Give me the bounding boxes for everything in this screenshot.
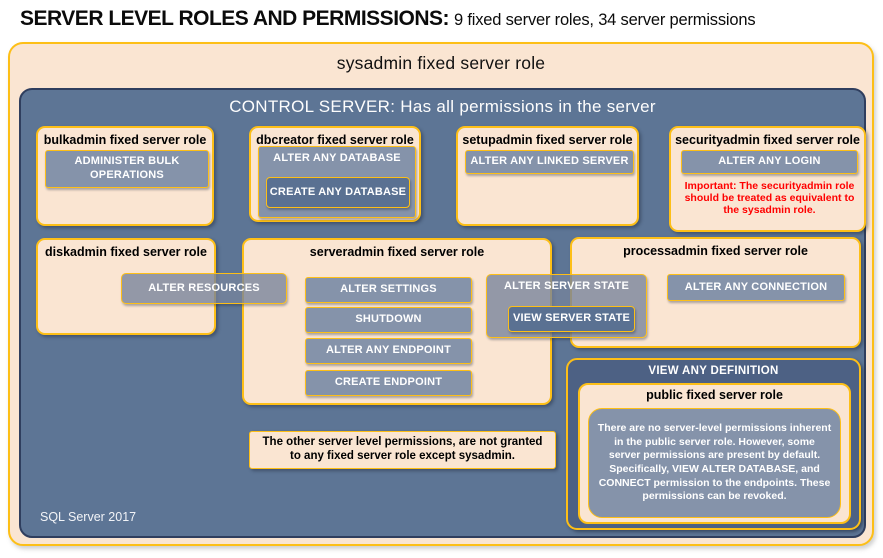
permission-alter-any-login: ALTER ANY LOGIN bbox=[681, 150, 858, 174]
permission-create-any-database: CREATE ANY DATABASE bbox=[266, 177, 410, 208]
bulkadmin-role-box: bulkadmin fixed server role ADMINISTER B… bbox=[36, 126, 214, 226]
setupadmin-role-box: setupadmin fixed server role ALTER ANY L… bbox=[456, 126, 639, 226]
dbcreator-role-box: dbcreator fixed server role ALTER ANY DA… bbox=[249, 126, 421, 222]
permission-alter-settings: ALTER SETTINGS bbox=[305, 277, 472, 303]
page-title-main: SERVER LEVEL ROLES AND PERMISSIONS: bbox=[20, 7, 450, 30]
permission-administer-bulk-operations: ADMINISTER BULK OPERATIONS bbox=[45, 150, 209, 188]
permission-alter-server-state: ALTER SERVER STATE VIEW SERVER STATE bbox=[486, 274, 647, 338]
control-server-label: CONTROL SERVER: Has all permissions in t… bbox=[229, 97, 656, 116]
permission-shutdown: SHUTDOWN bbox=[305, 307, 472, 333]
public-role-title: public fixed server role bbox=[646, 388, 783, 402]
page-title-sub: 9 fixed server roles, 34 server permissi… bbox=[454, 11, 756, 29]
permission-alter-resources: ALTER RESOURCES bbox=[121, 273, 287, 304]
permission-create-endpoint: CREATE ENDPOINT bbox=[305, 370, 472, 396]
permission-alter-server-state-label: ALTER SERVER STATE bbox=[503, 280, 630, 292]
permission-alter-any-database: ALTER ANY DATABASE CREATE ANY DATABASE bbox=[258, 146, 416, 218]
permission-alter-any-linked-server: ALTER ANY LINKED SERVER bbox=[465, 150, 634, 174]
dbcreator-role-title: dbcreator fixed server role bbox=[256, 133, 414, 147]
permission-alter-any-database-label: ALTER ANY DATABASE bbox=[273, 152, 401, 164]
view-any-definition-label: VIEW ANY DEFINITION bbox=[648, 365, 779, 377]
setupadmin-role-title: setupadmin fixed server role bbox=[462, 133, 633, 147]
view-any-definition-box: VIEW ANY DEFINITION public fixed server … bbox=[566, 358, 861, 530]
control-server-box: CONTROL SERVER: Has all permissions in t… bbox=[19, 88, 866, 538]
sysadmin-role-box: sysadmin fixed server role CONTROL SERVE… bbox=[8, 42, 874, 546]
securityadmin-role-box: securityadmin fixed server role ALTER AN… bbox=[669, 126, 866, 232]
permission-view-server-state: VIEW SERVER STATE bbox=[508, 306, 635, 332]
permission-alter-any-endpoint: ALTER ANY ENDPOINT bbox=[305, 338, 472, 364]
permission-alter-any-connection: ALTER ANY CONNECTION bbox=[667, 274, 845, 301]
securityadmin-role-title: securityadmin fixed server role bbox=[675, 133, 860, 147]
public-role-description: There are no server-level permissions in… bbox=[588, 408, 841, 518]
sql-server-version-label: SQL Server 2017 bbox=[40, 510, 137, 524]
serveradmin-role-title: serveradmin fixed server role bbox=[309, 245, 485, 259]
diskadmin-role-title: diskadmin fixed server role bbox=[45, 245, 207, 259]
page-title: SERVER LEVEL ROLES AND PERMISSIONS:9 fix… bbox=[20, 7, 756, 31]
other-permissions-note: The other server level permissions, are … bbox=[249, 431, 556, 469]
processadmin-role-title: processadmin fixed server role bbox=[623, 244, 808, 258]
public-role-box: public fixed server role There are no se… bbox=[578, 383, 851, 524]
securityadmin-warning-note: Important: The securityadmin role should… bbox=[684, 180, 855, 217]
bulkadmin-role-title: bulkadmin fixed server role bbox=[43, 133, 207, 147]
sysadmin-role-label: sysadmin fixed server role bbox=[336, 53, 546, 73]
